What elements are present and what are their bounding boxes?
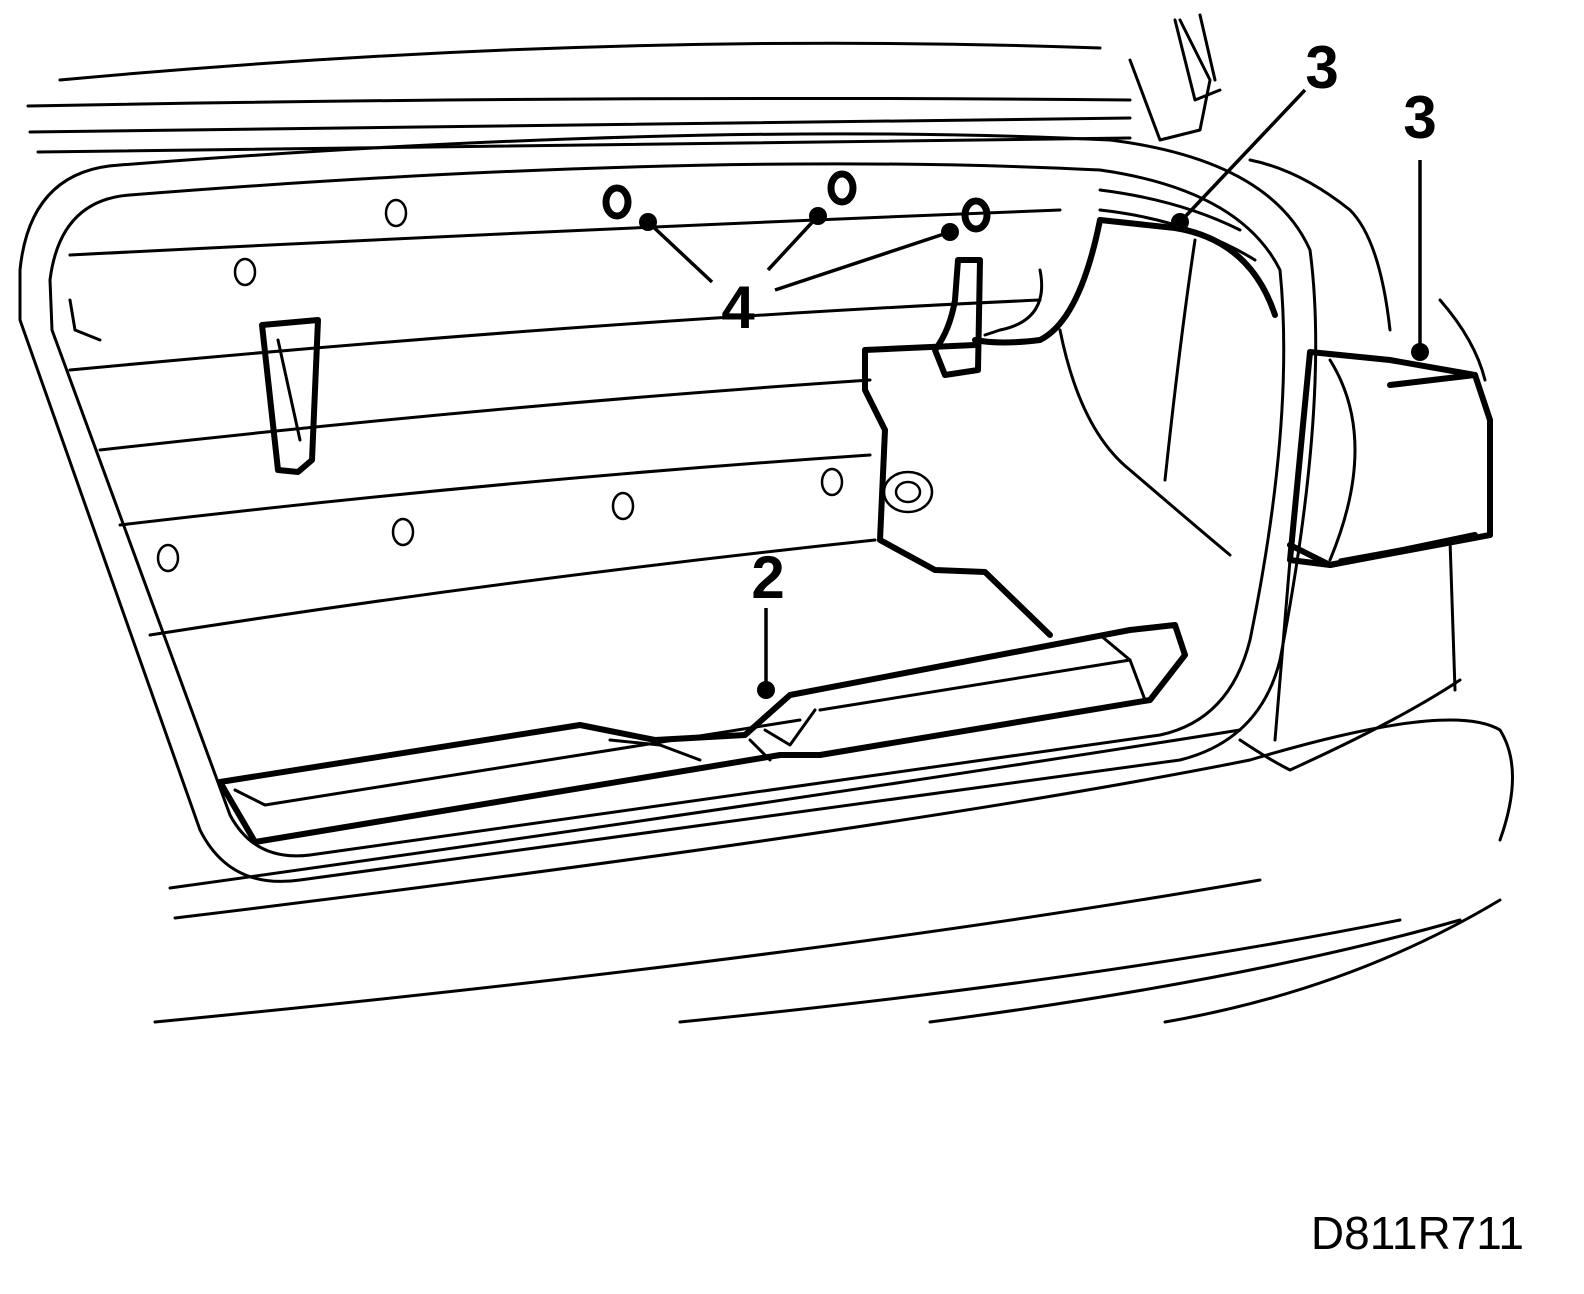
callout-2: 2 — [751, 544, 785, 699]
carpet-edge — [862, 342, 1053, 638]
trim-straps — [259, 257, 983, 475]
trunk-opening — [18, 132, 1318, 883]
sill-trim — [217, 622, 1188, 845]
callout-4-label: 4 — [721, 274, 755, 341]
nut-2 — [827, 170, 857, 206]
back-panel — [68, 198, 1062, 637]
fixing-nuts — [602, 170, 991, 233]
callout-2-label: 2 — [751, 544, 784, 611]
tail-light — [1248, 158, 1493, 742]
callout-4: 4 — [639, 207, 959, 341]
callout-3-light: 3 — [1403, 84, 1437, 361]
trunk-lid — [26, 13, 1222, 154]
callout-3-seal-label: 3 — [1305, 34, 1338, 101]
nut-1 — [602, 184, 632, 220]
callout-3-seal: 3 — [1171, 34, 1339, 231]
side-wall — [972, 188, 1278, 557]
callout-3-light-label: 3 — [1403, 84, 1436, 151]
drawing-code: D811R711 — [1310, 1207, 1524, 1259]
nut-3 — [961, 197, 991, 233]
rear-body — [153, 678, 1514, 1024]
